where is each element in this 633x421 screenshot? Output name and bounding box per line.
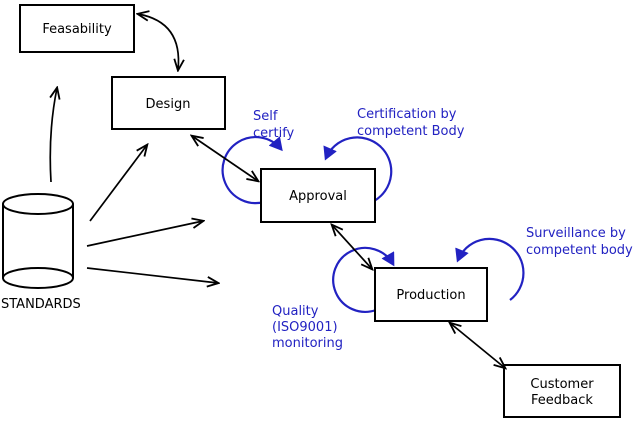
annotation-quality-monitoring: Quality(ISO9001)monitoring (272, 304, 343, 351)
customer-feedback-label-line-0: Customer (530, 377, 594, 392)
production-box (374, 267, 488, 322)
design-box (111, 76, 226, 130)
cylinder-bottom-ellipse (2, 267, 74, 289)
annotation-certification-line-0: Certification by (357, 107, 457, 122)
annotation-surveillance-line-1: competent body (526, 243, 633, 258)
edge-design-approval (192, 136, 258, 181)
annotation-quality-monitoring-line-1: (ISO9001) (272, 320, 338, 335)
loop-surveillance (458, 237, 525, 301)
annotation-self-certify: Self certify (253, 109, 295, 141)
feasability-box (19, 4, 135, 53)
edge-standards-approval (86, 221, 203, 247)
node-production: Production (374, 267, 488, 322)
annotation-surveillance-line-0: Surveillance by (526, 226, 626, 241)
loop-certification (326, 136, 393, 202)
annotation-surveillance: Surveillance by competent body (526, 226, 633, 258)
edge-standards-production (86, 267, 218, 283)
production-label: Production (396, 288, 465, 303)
datastore-standards: STANDARDS (1, 193, 81, 312)
edge-approval-production (332, 225, 372, 269)
edge-standards-design (89, 145, 147, 222)
customer-feedback-label-line-1: Feedback (531, 393, 593, 408)
annotation-certification: Certification by competent Body (357, 107, 465, 139)
edge-feasability-design (138, 14, 179, 70)
node-design: Design (111, 76, 226, 130)
node-feasability: Feasability (19, 4, 135, 53)
standards-label: STANDARDS (1, 297, 81, 312)
approval-label: Approval (289, 189, 347, 204)
annotation-quality-monitoring-line-2: monitoring (272, 336, 343, 351)
customer-feedback-box (503, 364, 621, 418)
annotation-certification-line-1: competent Body (357, 124, 465, 139)
node-approval: Approval (260, 168, 376, 223)
annotation-self-certify-line-1: certify (253, 126, 295, 141)
edge-production-customer-feedback (450, 323, 505, 368)
edge-standards-feasability (50, 88, 57, 183)
annotation-self-certify-line-0: Self (253, 109, 278, 124)
cylinder-top-ellipse (2, 193, 74, 215)
approval-box (260, 168, 376, 223)
annotation-quality-monitoring-line-0: Quality (272, 304, 319, 319)
feasability-label: Feasability (42, 22, 112, 37)
design-label: Design (146, 97, 191, 112)
